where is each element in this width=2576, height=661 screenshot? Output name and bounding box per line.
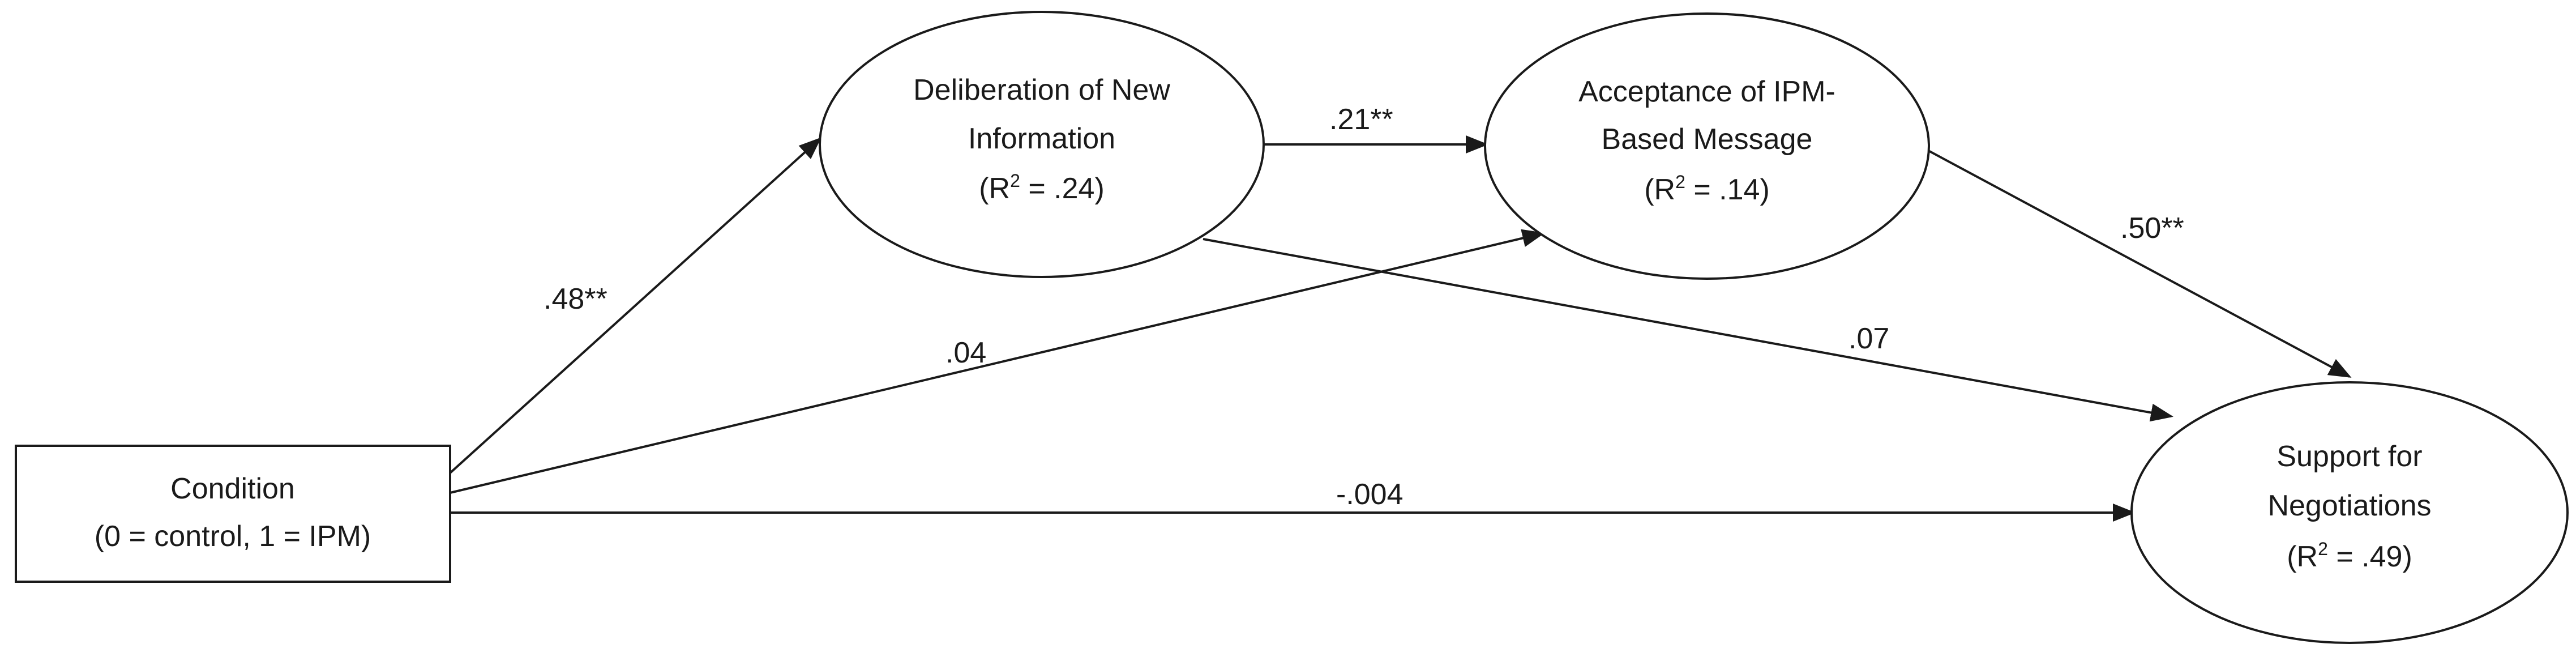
node-support-line1: Support for [2277, 440, 2422, 473]
edge-acceptance-to-support [1922, 146, 2352, 378]
node-condition-line2: (0 = control, 1 = IPM) [95, 520, 371, 553]
node-deliberation: Deliberation of New Information (R2 = .2… [819, 11, 1265, 278]
label-condition-to-acceptance: .04 [945, 336, 986, 369]
label-condition-to-support: -.004 [1336, 478, 1403, 511]
node-deliberation-r2: (R2 = .24) [979, 170, 1105, 205]
node-support: Support for Negotiations (R2 = .49) [2130, 381, 2569, 644]
label-acceptance-to-support: .50** [2120, 212, 2184, 245]
node-acceptance-line1: Acceptance of IPM- [1578, 75, 1835, 108]
label-condition-to-deliberation: .48** [544, 283, 607, 315]
node-acceptance: Acceptance of IPM- Based Message (R2 = .… [1484, 12, 1930, 280]
node-support-line2: Negotiations [2267, 489, 2431, 522]
label-deliberation-to-support: .07 [1848, 322, 1889, 355]
edge-deliberation-to-support [1203, 238, 2173, 422]
label-deliberation-to-acceptance: .21** [1329, 103, 1393, 136]
node-deliberation-line2: Information [968, 122, 1115, 155]
node-condition: Condition (0 = control, 1 = IPM) [15, 445, 451, 583]
node-condition-line1: Condition [170, 472, 295, 505]
edge-condition-to-acceptance [450, 229, 1545, 494]
node-acceptance-line2: Based Message [1602, 123, 1813, 156]
edge-condition-to-deliberation [449, 137, 821, 474]
node-deliberation-line1: Deliberation of New [913, 74, 1170, 106]
node-acceptance-r2: (R2 = .14) [1644, 172, 1770, 206]
node-support-r2: (R2 = .49) [2287, 539, 2412, 573]
